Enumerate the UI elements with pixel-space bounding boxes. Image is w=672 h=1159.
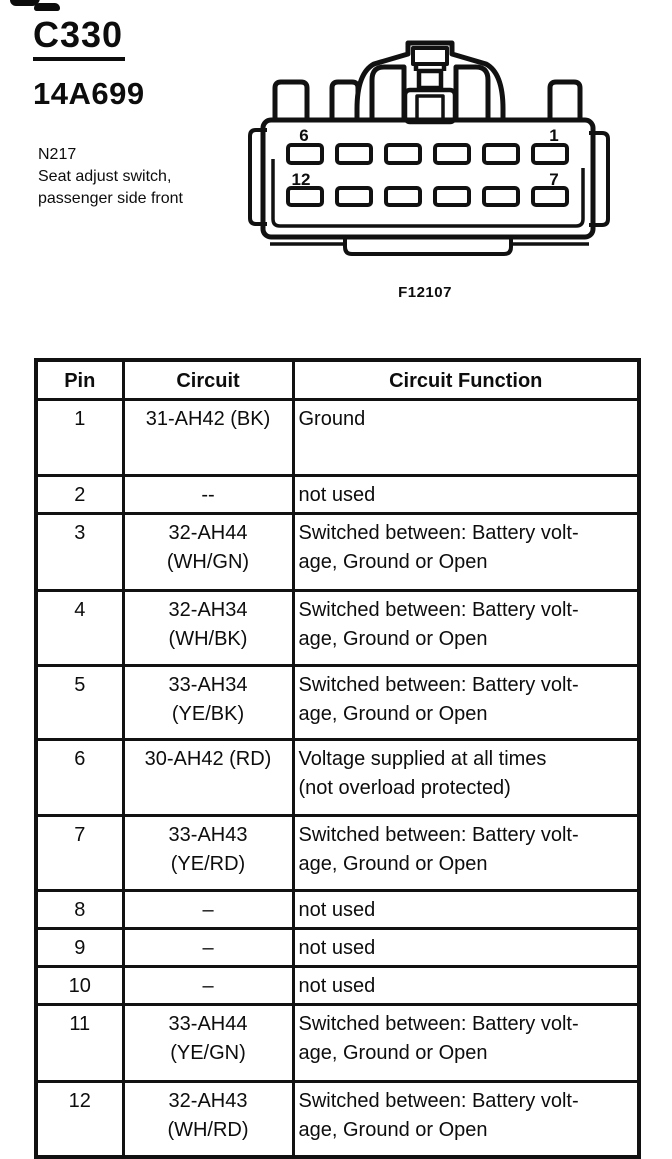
pin-slot-1	[531, 143, 569, 165]
header-pin: Pin	[34, 358, 125, 401]
pin-slot-8	[482, 186, 520, 207]
pin-slots-top-row	[286, 143, 569, 165]
table-row: 4 32-AH34 (WH/BK) Switched between: Batt…	[34, 589, 641, 667]
pin-cell: 3	[34, 512, 125, 592]
circuit-cell: 30-AH42 (RD)	[121, 738, 295, 817]
pin-slot-7	[531, 186, 569, 207]
table-row: 5 33-AH34 (YE/BK) Switched between: Batt…	[34, 664, 641, 741]
function-cell: not used	[291, 474, 641, 515]
table-header-row: Pin Circuit Circuit Function	[34, 358, 641, 401]
pin-label-top-right: 1	[549, 126, 558, 145]
pin-cell: 12	[34, 1080, 125, 1158]
function-cell: Ground	[291, 398, 641, 477]
function-cell: Switched between: Battery volt- age, Gro…	[291, 1003, 641, 1083]
pin-cell: 5	[34, 664, 125, 741]
circuit-cell: –	[121, 927, 295, 968]
table-row: 11 33-AH44 (YE/GN) Switched between: Bat…	[34, 1003, 641, 1083]
pinout-table: Pin Circuit Circuit Function 1 31-AH42 (…	[34, 358, 641, 1159]
latch-top-window	[411, 46, 449, 66]
pin-cell: 6	[34, 738, 125, 817]
header-circuit: Circuit	[121, 358, 295, 401]
table-row: 8 – not used	[34, 889, 641, 930]
pin-cell: 10	[34, 965, 125, 1006]
pin-cell: 11	[34, 1003, 125, 1083]
pin-slot-12	[286, 186, 324, 207]
pin-label-bottom-left: 12	[292, 170, 311, 189]
pin-slot-6	[286, 143, 324, 165]
latch-button	[416, 68, 444, 91]
function-cell: Switched between: Battery volt- age, Gro…	[291, 1080, 641, 1158]
part-number: 14A699	[33, 76, 145, 111]
function-cell: not used	[291, 965, 641, 1006]
pin-cell: 4	[34, 589, 125, 667]
pin-slot-9	[433, 186, 471, 207]
table-row: 3 32-AH44 (WH/GN) Switched between: Batt…	[34, 512, 641, 592]
circuit-cell: --	[121, 474, 295, 515]
bottom-tab	[343, 237, 513, 256]
function-cell: not used	[291, 889, 641, 930]
pin-slot-3	[433, 143, 471, 165]
circuit-cell: 33-AH43 (YE/RD)	[121, 814, 295, 892]
connector-body	[260, 117, 596, 240]
circuit-cell: 33-AH44 (YE/GN)	[121, 1003, 295, 1083]
table-row: 7 33-AH43 (YE/RD) Switched between: Batt…	[34, 814, 641, 892]
inner-wall-line	[271, 159, 585, 228]
circuit-cell: 32-AH34 (WH/BK)	[121, 589, 295, 667]
table-row: 12 32-AH43 (WH/RD) Switched between: Bat…	[34, 1080, 641, 1158]
table-row: 6 30-AH42 (RD) Voltage supplied at all t…	[34, 738, 641, 817]
function-cell: Voltage supplied at all times (not overl…	[291, 738, 641, 817]
pin-label-bottom-right: 7	[549, 170, 558, 189]
latch-assembly	[354, 40, 506, 125]
pin-slot-10	[384, 186, 422, 207]
table-row: 1 31-AH42 (BK) Ground	[34, 398, 641, 477]
pin-cell: 1	[34, 398, 125, 477]
top-left-tab	[272, 79, 310, 122]
pin-cell: 9	[34, 927, 125, 968]
figure-id-label: F12107	[398, 284, 452, 301]
component-desc-text: Seat adjust switch, passenger side front	[38, 168, 183, 207]
circuit-cell: 32-AH44 (WH/GN)	[121, 512, 295, 592]
pin-slot-11	[335, 186, 373, 207]
pin-slot-5	[335, 143, 373, 165]
scan-artifact	[8, 0, 60, 12]
circuit-cell: –	[121, 889, 295, 930]
pin-slot-4	[384, 143, 422, 165]
function-cell: Switched between: Battery volt- age, Gro…	[291, 814, 641, 892]
connector-diagram: 6 1 12 7	[248, 40, 610, 256]
header-circuit-function: Circuit Function	[291, 358, 641, 401]
pin-slots-bottom-row	[286, 186, 569, 207]
top-key-tab	[329, 79, 361, 122]
latch-right-arch	[453, 64, 491, 120]
function-cell: Switched between: Battery volt- age, Gro…	[291, 512, 641, 592]
pin-cell: 7	[34, 814, 125, 892]
connector-id-title: C330	[33, 16, 126, 61]
function-cell: Switched between: Battery volt- age, Gro…	[291, 589, 641, 667]
pin-cell: 8	[34, 889, 125, 930]
pin-slot-2	[482, 143, 520, 165]
function-cell: Switched between: Battery volt- age, Gro…	[291, 664, 641, 741]
circuit-cell: 31-AH42 (BK)	[121, 398, 295, 477]
circuit-cell: 33-AH34 (YE/BK)	[121, 664, 295, 741]
table-row: 2 -- not used	[34, 474, 641, 515]
component-code: N217	[38, 146, 77, 163]
table-row: 9 – not used	[34, 927, 641, 968]
top-right-tab	[547, 79, 583, 122]
latch-left-arch	[369, 64, 407, 120]
function-cell: not used	[291, 927, 641, 968]
circuit-cell: 32-AH43 (WH/RD)	[121, 1080, 295, 1158]
pin-label-top-left: 6	[299, 126, 308, 145]
pin-cell: 2	[34, 474, 125, 515]
table-row: 10 – not used	[34, 965, 641, 1006]
circuit-cell: –	[121, 965, 295, 1006]
